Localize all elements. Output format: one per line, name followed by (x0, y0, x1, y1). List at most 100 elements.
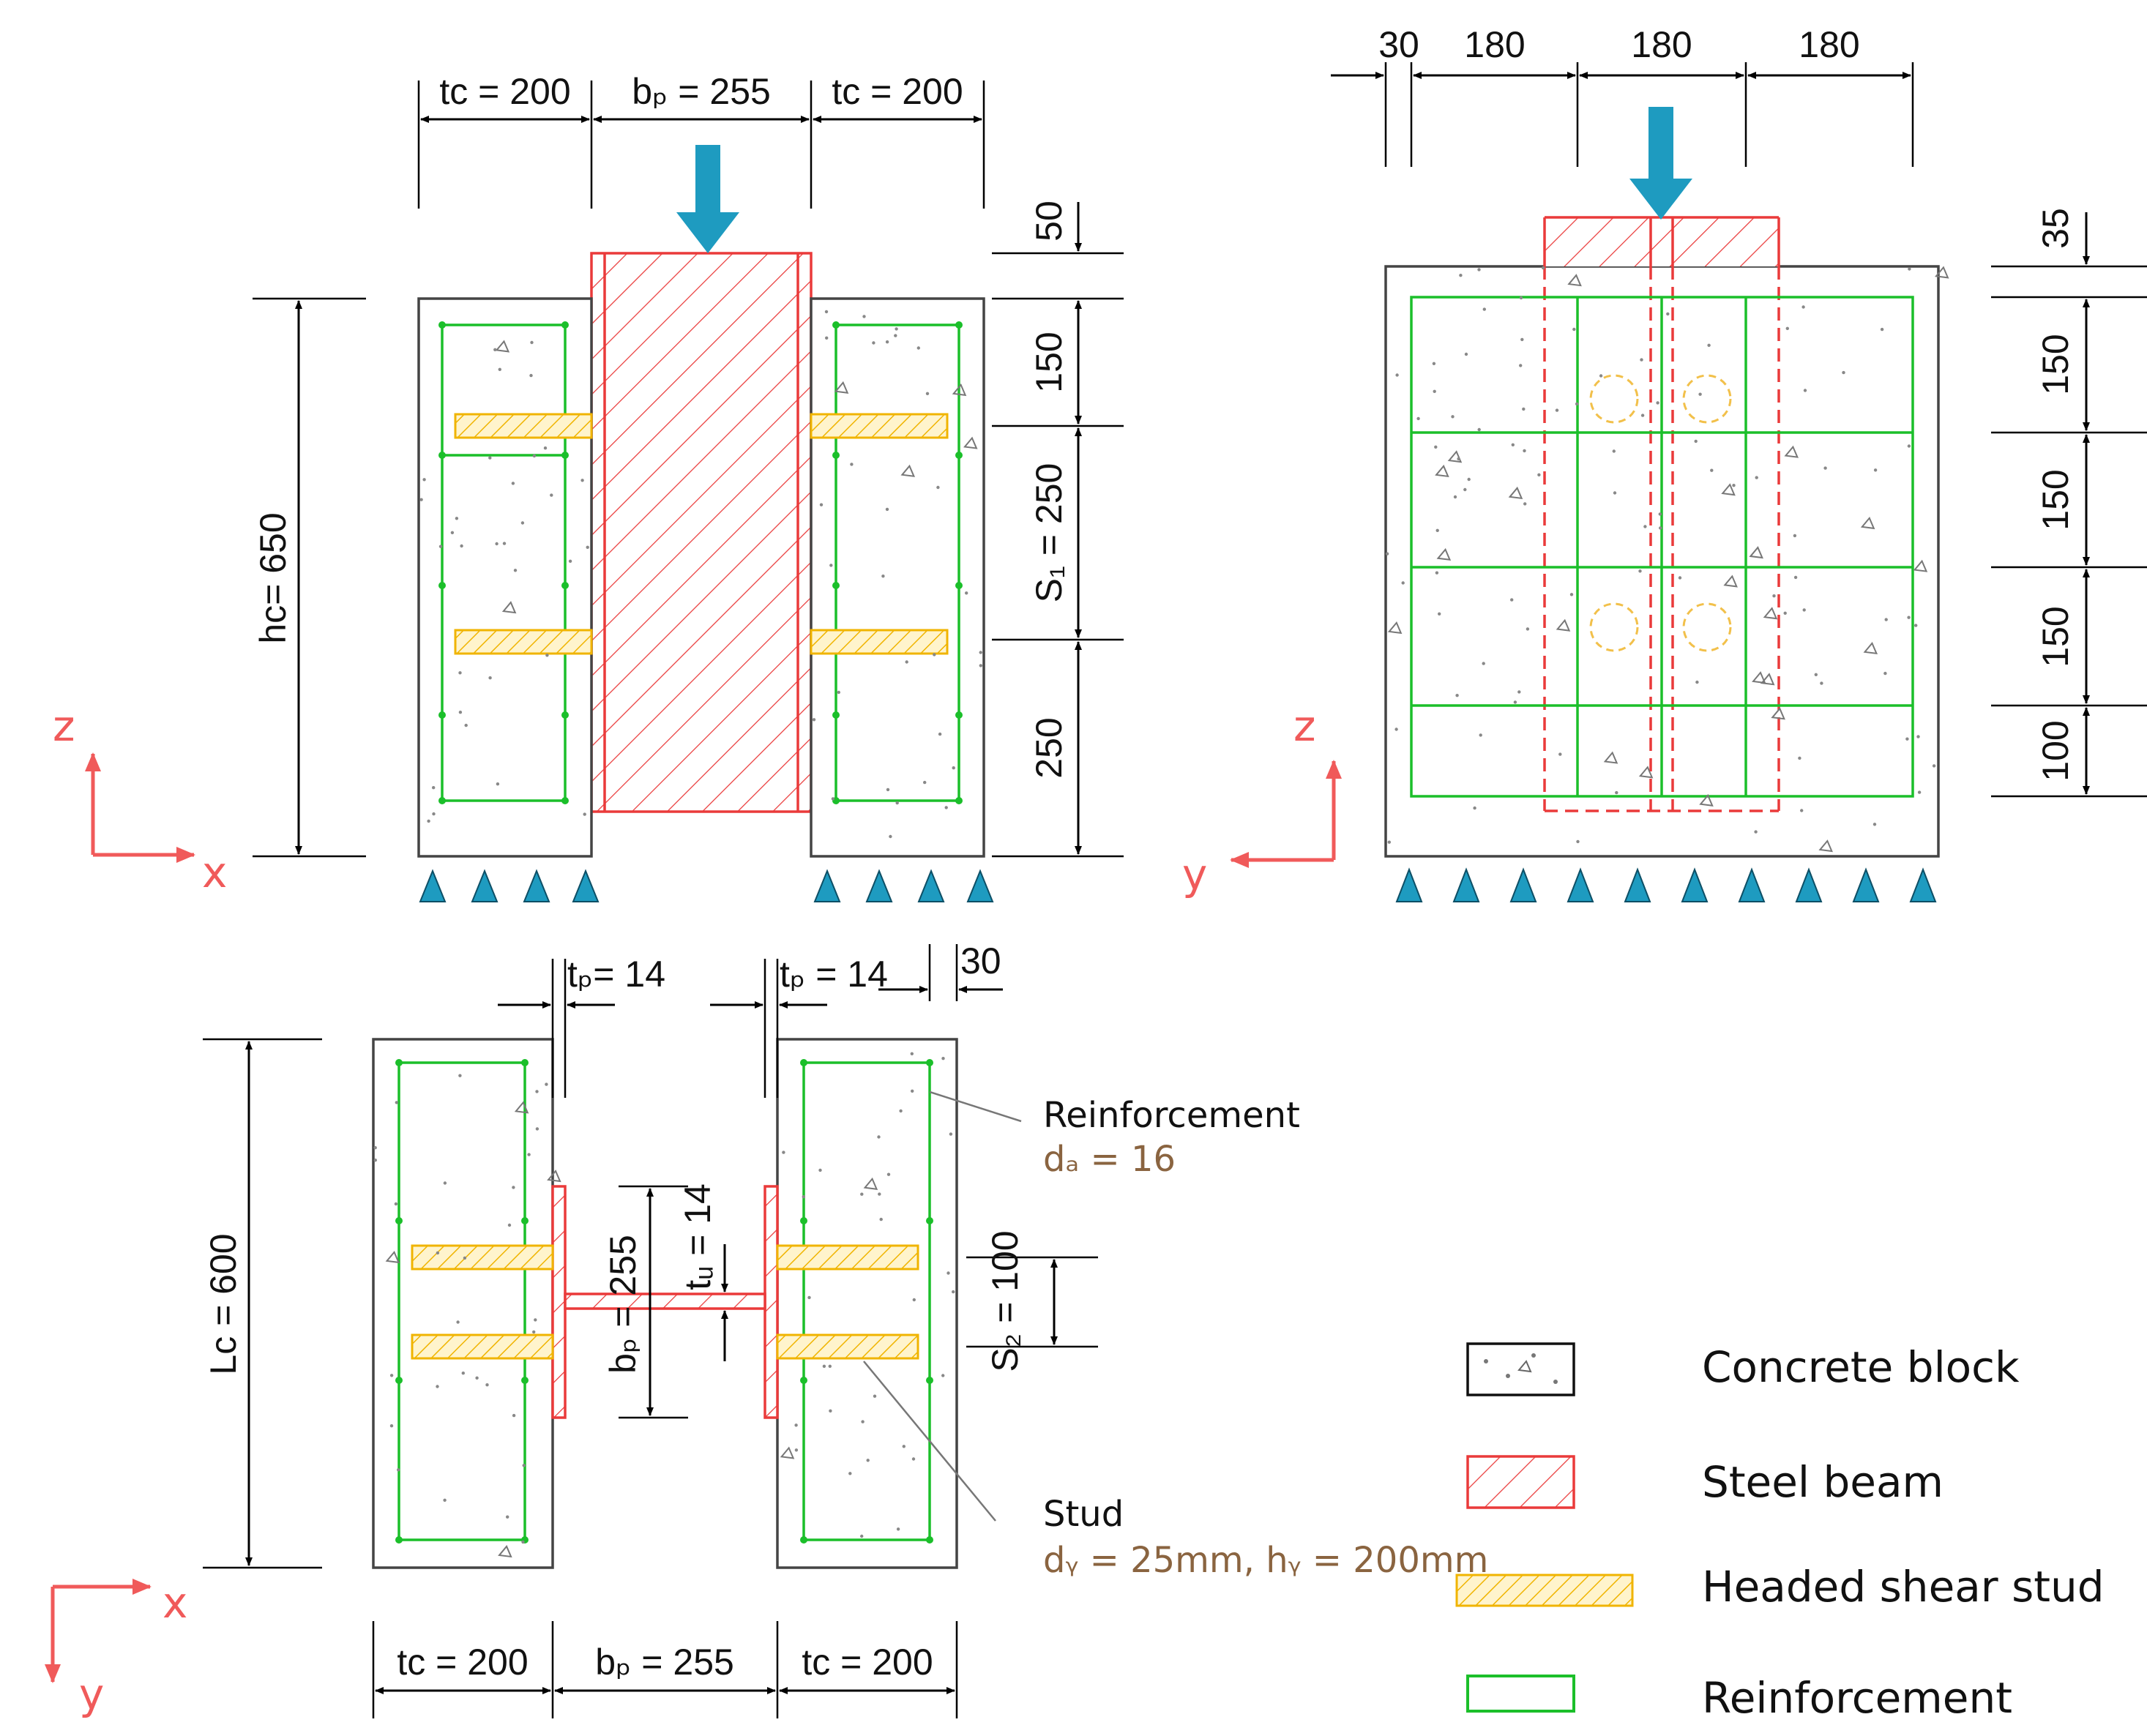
dim-150-yz-c: 150 (2035, 606, 2076, 667)
aggregate-triangle (1784, 445, 1799, 458)
aggregate-speck (829, 1409, 832, 1413)
aggregate-speck (1435, 571, 1439, 575)
aggregate-speck (1932, 764, 1936, 768)
aggregate-speck (895, 801, 899, 805)
aggregate-speck (529, 373, 533, 378)
aggregate-speck (389, 1374, 394, 1377)
aggregate-triangle (780, 1446, 795, 1459)
rebar-dots-xy (395, 1059, 933, 1544)
stud-xy-r1 (776, 1244, 919, 1271)
aggregate-speck (878, 1192, 881, 1196)
aggregate-speck (1785, 326, 1789, 330)
aggregate-speck (819, 503, 824, 506)
aggregate-speck (493, 348, 497, 351)
dim-35: 35 (2035, 208, 2076, 249)
aggregate-speck (521, 1540, 525, 1544)
aggregate-speck (485, 1383, 489, 1387)
aggregate-speck (828, 1364, 832, 1369)
aggregate-speck (860, 1534, 864, 1538)
aggregate-speck (1455, 694, 1459, 697)
aggregate-speck (782, 1151, 785, 1154)
legend-label-steel: Steel beam (1702, 1457, 1943, 1507)
aggregate-speck (1477, 268, 1481, 272)
aggregate-speck (1511, 443, 1515, 446)
aggregate-speck (373, 1146, 377, 1150)
aggregate-speck (460, 544, 463, 548)
aggregate-speck (1640, 358, 1643, 362)
right-dimensions-xz: 50 150 S₁ = 250 250 (992, 201, 1124, 858)
aggregate-triangle (385, 1251, 400, 1264)
load-arrow-yz (1629, 107, 1692, 220)
legend-label-stud: Headed shear stud (1702, 1562, 2105, 1612)
aggregate-speck (1572, 327, 1576, 332)
aggregate-speck (532, 454, 537, 458)
aggregate-speck (923, 780, 927, 785)
aggregate-speck (488, 676, 492, 680)
dim-30-yz: 30 (1378, 24, 1419, 65)
aggregate-speck (936, 485, 940, 490)
supports-xz (419, 869, 994, 902)
steel-section-xy (551, 1185, 779, 1419)
aggregate-speck (1463, 487, 1467, 492)
right-dimensions-yz: 35 150 150 150 100 (1991, 208, 2147, 798)
aggregate-speck (432, 786, 436, 790)
aggregate-speck (438, 545, 443, 548)
aggregate-speck (534, 1318, 537, 1322)
aggregate-speck (822, 1364, 826, 1369)
aggregate-speck (1917, 790, 1922, 794)
stud-xz-r2 (810, 629, 949, 655)
aggregate-speck (1457, 457, 1460, 461)
aggregate-speck (1451, 415, 1455, 419)
aggregate-speck (952, 766, 955, 770)
dim-tp-right: tₚ = 14 (780, 954, 888, 995)
aggregate-speck (1907, 444, 1911, 448)
dim-s1: S₁ = 250 (1028, 463, 1069, 603)
aggregate-triangle (1721, 483, 1736, 496)
aggregate-speck (818, 1168, 822, 1172)
aggregate-speck (475, 1376, 479, 1380)
aggregate-speck (902, 1445, 906, 1448)
legend-item-concrete: Concrete block (1466, 1342, 2020, 1396)
aggregate-speck (1802, 608, 1806, 612)
aggregate-speck (1612, 449, 1616, 453)
dim-tp-left: tₚ= 14 (567, 954, 665, 995)
aggregate-speck (1613, 491, 1617, 495)
aggregate-speck (941, 1374, 945, 1377)
aggregate-speck (933, 653, 936, 656)
aggregate-speck (873, 1394, 877, 1398)
aggregate-speck (535, 1127, 539, 1131)
aggregate-triangle (1436, 547, 1452, 561)
aggregate-speck (1401, 581, 1405, 585)
aggregate-speck (965, 591, 968, 595)
aggregate-speck (1433, 389, 1436, 393)
aggregate-speck (1793, 534, 1797, 538)
aggregate-speck (1519, 296, 1523, 300)
aggregate-speck (1883, 671, 1887, 676)
aggregate-speck (812, 718, 816, 722)
aggregate-triangle (863, 1177, 878, 1190)
aggregate-speck (916, 346, 921, 350)
legend-item-steel: Steel beam (1466, 1455, 1943, 1509)
aggregate-speck (1434, 445, 1438, 449)
aggregate-triangle (963, 436, 978, 449)
aggregate-speck (495, 542, 499, 546)
legend-label-concrete: Concrete block (1702, 1342, 2020, 1392)
annotation-stud-detail: dᵧ = 25mm, hᵧ = 200mm (1043, 1540, 1488, 1581)
axis-z-label: z (53, 701, 75, 751)
aggregate-speck (1453, 495, 1457, 499)
aggregate-speck (952, 1290, 955, 1294)
aggregate-speck (872, 341, 875, 345)
legend-label-reinforcement: Reinforcement (1702, 1673, 2012, 1723)
aggregate-speck (1464, 352, 1468, 356)
aggregate-speck (1656, 401, 1659, 405)
top-dimensions-xy: tₚ= 14 tₚ = 14 30 (498, 940, 1003, 1098)
aggregate-speck (545, 1082, 548, 1086)
aggregate-speck (583, 812, 586, 816)
aggregate-speck (1732, 484, 1736, 487)
axes-yz: z y (1182, 701, 1342, 899)
aggregate-speck (1387, 840, 1392, 844)
aggregate-speck (568, 559, 572, 563)
aggregate-speck (463, 1256, 467, 1260)
dim-flange: tᵤ = 14 (677, 1183, 718, 1290)
aggregate-speck (395, 1101, 398, 1104)
